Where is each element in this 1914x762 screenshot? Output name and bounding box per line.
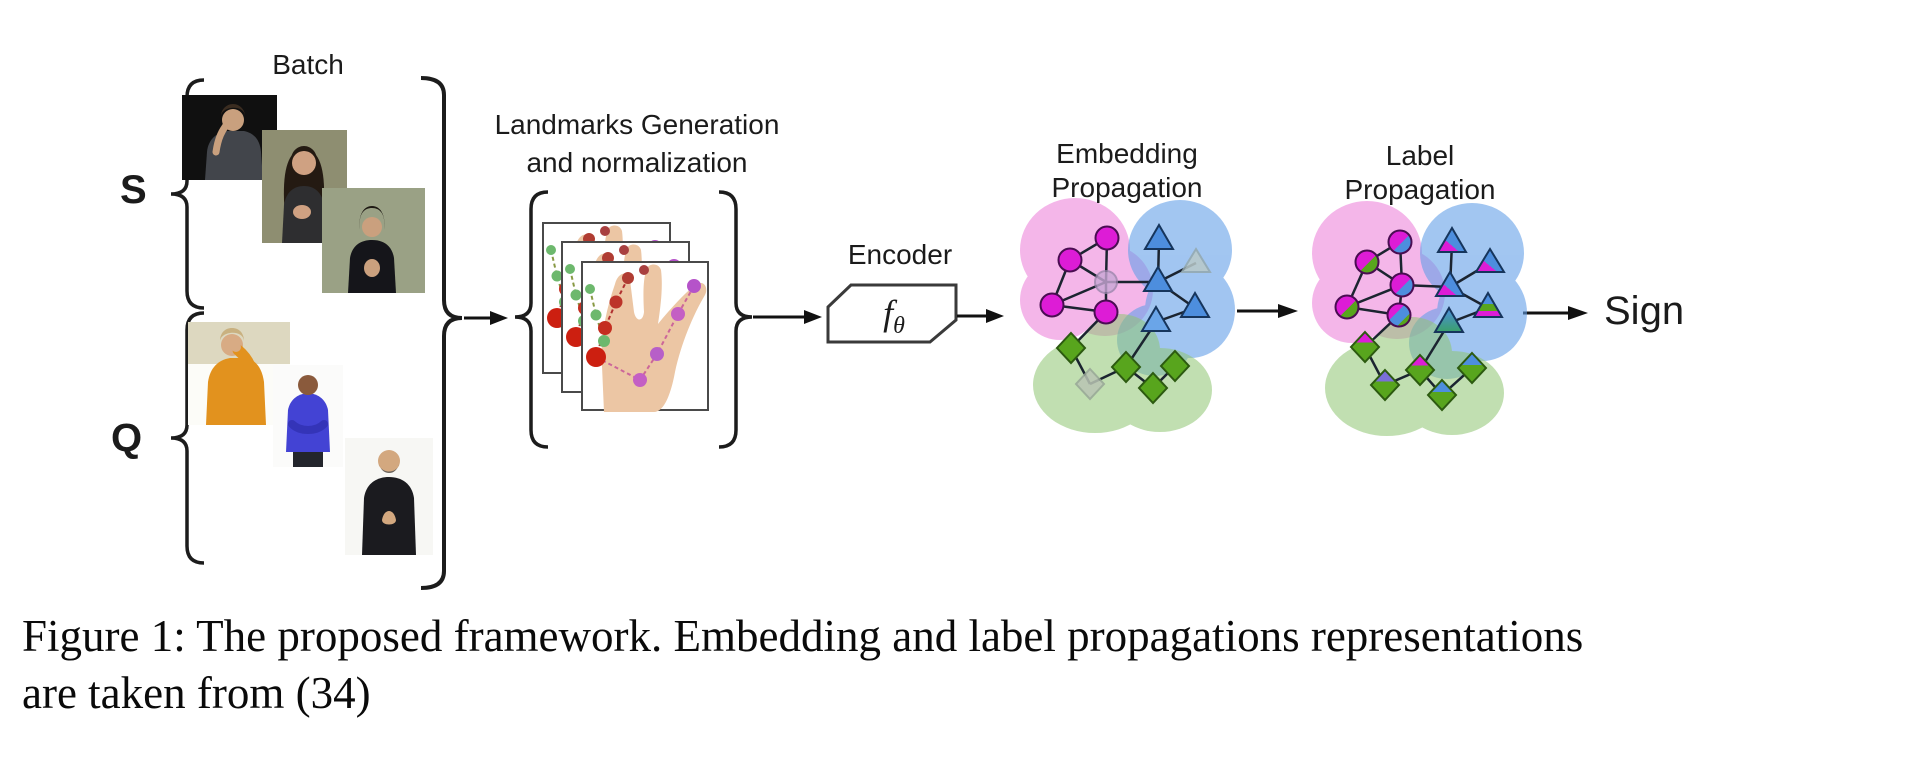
- label-propagation-label: Label Propagation: [1344, 139, 1495, 207]
- flow-arrows: [464, 304, 1588, 325]
- query-set-label: Q: [111, 416, 143, 460]
- landmarks-label-line1: Landmarks Generation: [494, 109, 780, 140]
- embedding-propagation-label: Embedding Propagation: [1051, 137, 1202, 205]
- support-set-label: S: [120, 168, 147, 212]
- label-propagation-line1: Label: [1385, 140, 1455, 171]
- landmarks-braces: [514, 190, 753, 449]
- label-graph-nodes: [1334, 226, 1506, 412]
- landmarks-label: Landmarks Generation and normalization: [495, 106, 780, 182]
- output-sign-label: Sign: [1604, 289, 1685, 333]
- embedding-propagation-line1: Embedding: [1056, 138, 1198, 169]
- landmarks-right-brace: [718, 190, 753, 449]
- figure-caption-line1: Figure 1: The proposed framework. Embedd…: [22, 611, 1584, 661]
- batch-right-brace: [420, 76, 463, 590]
- support-video-thumbnail-3: [322, 188, 425, 293]
- encoder-label: Encoder: [847, 239, 953, 270]
- figure-caption: Figure 1: The proposed framework. Embedd…: [22, 608, 1882, 722]
- support-brace: [170, 78, 205, 310]
- hand-landmark-frames: [542, 222, 709, 413]
- batch-label: Batch: [272, 49, 344, 80]
- embedding-propagation-graph: [1020, 198, 1235, 433]
- support-video-thumbnail-1: [182, 95, 277, 180]
- embedding-graph-nodes: [1039, 223, 1212, 405]
- query-video-thumbnail-2: [273, 365, 343, 467]
- landmarks-label-line2: and normalization: [526, 147, 748, 178]
- query-video-thumbnail-3: [345, 438, 433, 555]
- encoder-function-base: f: [883, 293, 894, 333]
- encoder-block: [826, 283, 958, 344]
- embedding-propagation-line2: Propagation: [1051, 172, 1203, 203]
- label-propagation-graph: [1312, 201, 1527, 436]
- encoder-function-subscript: θ: [893, 313, 905, 340]
- label-propagation-line2: Propagation: [1344, 174, 1496, 205]
- landmarks-left-brace: [514, 190, 549, 449]
- encoder-function-symbol: fθ: [883, 292, 905, 340]
- figure-caption-line2: are taken from (34): [22, 668, 371, 718]
